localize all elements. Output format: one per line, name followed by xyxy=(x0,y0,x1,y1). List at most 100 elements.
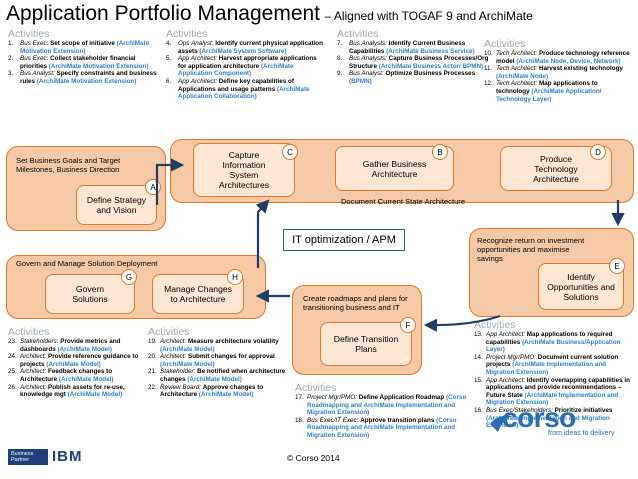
activity-number: 19. xyxy=(148,338,157,345)
activity-number: 10. xyxy=(484,50,493,57)
activity-reference: (ArchiMate Business Service) xyxy=(386,47,475,55)
activity-number: 14. xyxy=(474,353,483,361)
activity-item: 13.App Architect: Map applications to re… xyxy=(474,331,634,354)
corso-swoosh-icon xyxy=(490,415,512,432)
activity-reference: (ArchiMate Model) xyxy=(187,375,242,383)
activity-reference: (ArchiMate Implementation and Migration … xyxy=(486,414,610,430)
activity-role: Architect: xyxy=(20,353,47,361)
activity-item: 17.Project Mgr/PMO: Define Application R… xyxy=(295,394,475,417)
activity-task: Prioritize initiatives xyxy=(554,406,613,414)
activity-role: Project Mgr/PMO: xyxy=(486,353,537,361)
activity-role: Review Board: xyxy=(160,383,201,391)
activities-heading: Activities xyxy=(484,38,526,50)
activity-number: 18. xyxy=(295,416,304,424)
activity-task: Define Application Roadmap xyxy=(358,394,445,401)
identify-opps-box[interactable]: Identify Opportunities and Solutions xyxy=(538,263,624,310)
activities-block-top-right: Activities 7.Bus Analysts: Identify Curr… xyxy=(337,28,495,86)
activity-number: 17. xyxy=(295,394,304,401)
activity-number: 9. xyxy=(337,70,343,78)
ibm-partner-badge: Business Partner xyxy=(8,448,48,465)
activity-task: Approve changes to Architecture xyxy=(160,383,264,399)
activity-item: 22.Review Board: Approve changes to Arch… xyxy=(148,384,288,399)
activity-number: 5. xyxy=(166,55,172,63)
activity-task: Identify current physical application as… xyxy=(178,40,323,55)
activity-role: Architect: xyxy=(20,383,47,391)
activities-block-bottom-mid: Activities 19.Architect: Measure archite… xyxy=(148,326,288,399)
activity-role: Project Mgr/PMO: xyxy=(307,394,358,401)
activity-item: 21.Stakeholder: Be notified when archite… xyxy=(148,368,288,383)
activity-number: 11. xyxy=(484,65,493,73)
govern-manage-label: Govern and Manage Solution Deployment xyxy=(16,259,158,268)
activity-role: Tech Architect: xyxy=(496,65,538,73)
activity-role: App Architect: xyxy=(178,55,217,63)
activity-reference: (ArchiMate Model) xyxy=(57,345,113,353)
activities-list: 10.Tech Architect: Produce technology re… xyxy=(484,50,632,103)
activities-heading: Activities xyxy=(295,382,337,394)
activity-number: 15. xyxy=(474,376,483,384)
set-goals-label: Set Business Goals and Target Milestones… xyxy=(16,156,121,174)
define-transition-box[interactable]: Define Transition Plans xyxy=(320,322,412,366)
activity-task: Document current solution projects xyxy=(486,353,619,369)
define-strategy-box[interactable]: Define Strategy and Vision xyxy=(76,185,157,225)
activity-task: Specify constraints and business rules xyxy=(20,70,157,85)
arrow-h-to-capture xyxy=(255,199,270,268)
activity-item: 26.Architect: Publish assets for re-use,… xyxy=(8,384,148,399)
activity-item: 12.Tech Architect: Map applications to t… xyxy=(484,80,632,103)
activity-item: 19.Architect: Measure architecture volat… xyxy=(148,338,288,353)
activity-number: 25. xyxy=(8,368,17,376)
activity-task: Collect stakeholder financial priorities xyxy=(20,55,136,70)
activity-reference: (ArchiMate Model) xyxy=(58,375,114,383)
identify-opps-label: Identify Opportunities and Solutions xyxy=(547,271,615,302)
activity-reference: (ArchiMate Motivation Extension) xyxy=(36,77,137,85)
badge-h: H xyxy=(227,269,243,285)
activities-list: 19.Architect: Measure architecture volat… xyxy=(148,338,288,399)
gather-business-label: Gather Business Architecture xyxy=(362,158,427,179)
activity-task: Define key capabilities of Applications … xyxy=(178,77,294,93)
ibm-logo: IBM xyxy=(52,448,83,465)
activity-reference: (ArchiMate Business/Application Layer) xyxy=(486,338,621,354)
activity-reference: (ArchiMate Motivation Extension) xyxy=(48,62,149,70)
activity-reference: (Corso Roadmapping and ArchiMate Impleme… xyxy=(307,416,457,439)
activity-role: App Architect: xyxy=(178,77,217,85)
capture-info-box[interactable]: Capture Information System Architectures xyxy=(193,143,295,197)
activity-task: Submit changes for approval xyxy=(188,353,275,361)
activity-reference: (ArchiMate Model) xyxy=(160,345,215,353)
page-title: Application Portfolio Management – Align… xyxy=(6,2,533,26)
activity-reference: (ArchiMate Model) xyxy=(46,360,101,368)
manage-changes-box[interactable]: Manage Changes to Architecture xyxy=(152,274,244,314)
activity-number: 13. xyxy=(474,331,483,338)
activity-reference: (ArchiMate Business Actor/ BPMN) xyxy=(378,62,484,70)
activity-number: 22. xyxy=(148,383,157,391)
activities-list: 13.App Architect: Map applications to re… xyxy=(474,331,634,430)
activity-item: 1.Bus Exec: Set scope of initiative (Arc… xyxy=(8,40,158,55)
activities-block-bottom-left: Activities 23.Stakeholders: Provide metr… xyxy=(8,326,148,399)
activity-role: Bus Analyst: xyxy=(20,70,55,78)
activities-heading: Activities xyxy=(337,28,379,40)
corso-tagline: from ideas to delivery xyxy=(548,430,615,437)
activity-role: App Architect: xyxy=(486,376,525,384)
define-strategy-label: Define Strategy and Vision xyxy=(86,195,147,215)
activity-item: 11.Tech Architect: Harvest existing tech… xyxy=(484,65,632,80)
activity-role: Bus Exec: xyxy=(20,40,49,47)
activity-item: 2.Bus Exec: Collect stakeholder financia… xyxy=(8,55,158,70)
badge-b: B xyxy=(432,144,448,160)
activity-number: 23. xyxy=(8,338,17,345)
activity-role: Bus Analysts: xyxy=(349,40,387,47)
activity-task: Identify overlapping capabilities in app… xyxy=(486,376,630,399)
activity-task: Identify Current Business Capabilities xyxy=(349,40,466,55)
activity-item: 16.Bus Exec/Stakeholders: Prioritize ini… xyxy=(474,407,634,430)
activity-reference: (ArchiMate Model) xyxy=(67,391,123,399)
manage-changes-label: Manage Changes to Architecture xyxy=(164,284,232,304)
activity-task: Be notified when architecture changes xyxy=(160,368,286,383)
activity-reference: (BPMN) xyxy=(349,77,372,85)
activity-number: 20. xyxy=(148,353,157,361)
activity-task: Approve transition plans xyxy=(360,416,435,424)
doc-current-label: Document Current State Architecture xyxy=(340,197,466,206)
activities-heading: Activities xyxy=(8,326,50,338)
govern-solutions-label: Govern Solutions xyxy=(72,284,108,304)
activities-block-far-right: Activities 10.Tech Architect: Produce te… xyxy=(484,38,632,103)
govern-solutions-box[interactable]: Govern Solutions xyxy=(45,274,135,314)
activity-reference: (ArchiMate Node) xyxy=(496,72,549,80)
badge-e: E xyxy=(609,258,625,274)
